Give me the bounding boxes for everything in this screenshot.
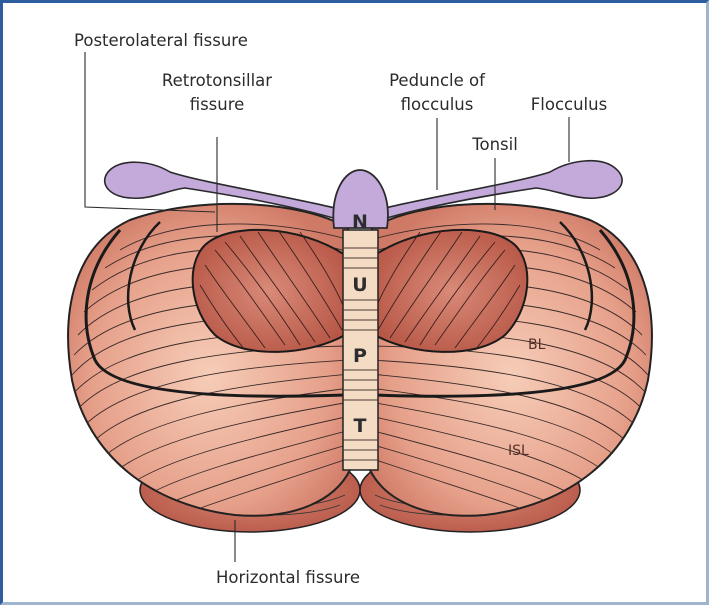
vermis-label-u: U [352,274,367,296]
label-tonsil: Tonsil [471,135,518,154]
label-retrotonsillar-line2: fissure [190,95,245,114]
vermis-label-t: T [354,415,367,437]
vermis-label-p: P [353,345,367,367]
label-flocculus: Flocculus [531,95,607,114]
label-retrotonsillar-line1: Retrotonsillar [162,71,272,90]
label-peduncle-line2: flocculus [401,95,474,114]
left-tonsil [193,230,345,352]
label-posterolateral-fissure: Posterolateral fissure [74,31,248,50]
label-horizontal-fissure: Horizontal fissure [216,568,360,587]
right-tonsil [375,230,527,352]
label-bl: BL [528,337,546,353]
label-isl: ISL [508,443,529,459]
vermis-label-n: N [352,211,368,233]
label-peduncle-line1: Peduncle of [389,71,486,90]
